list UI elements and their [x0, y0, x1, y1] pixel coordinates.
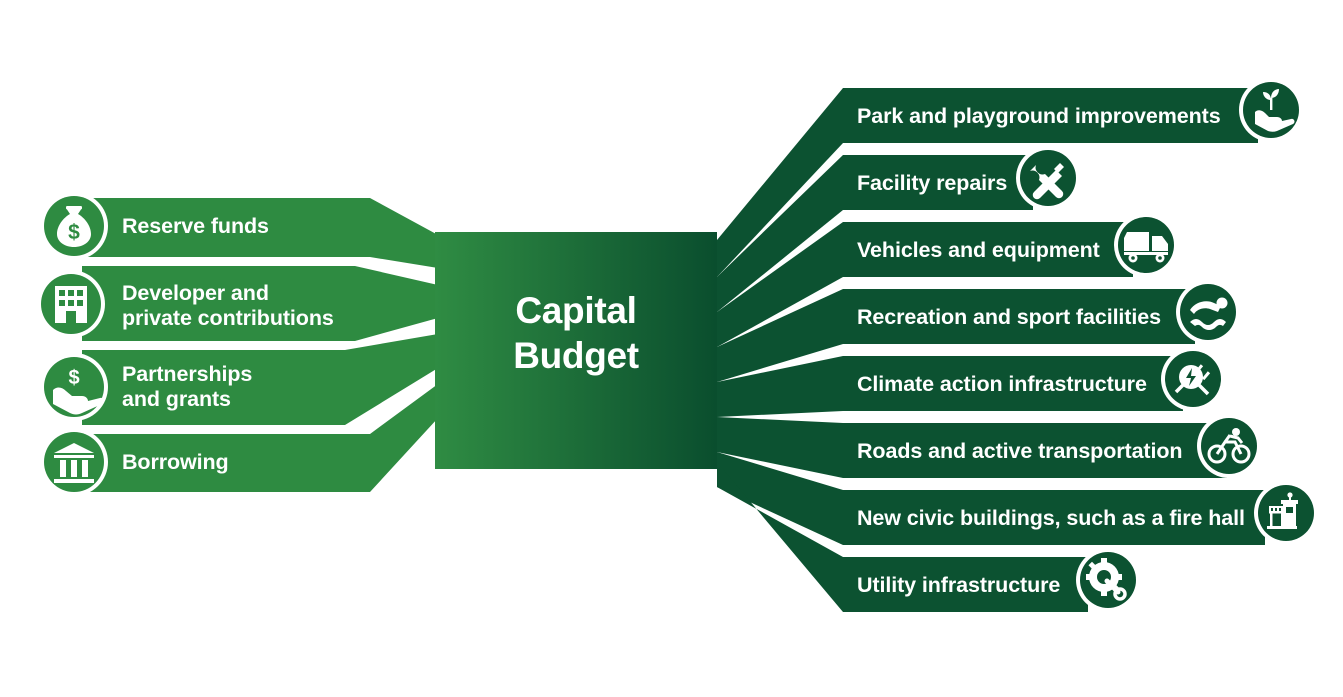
use-bar-5: [843, 356, 1183, 411]
electric-plug-icon: [1174, 364, 1211, 396]
use-connector-7: [717, 452, 843, 545]
source-ribbon-3: [82, 334, 438, 425]
source-ribbon-2: [82, 266, 438, 341]
use-bar-4: [843, 289, 1195, 344]
source-flow-partnerships-grants[interactable]: $: [40, 334, 438, 425]
hand-with-money-icon: $: [53, 367, 105, 415]
bicycle-icon: [1207, 428, 1251, 464]
use-flow-facility-repairs[interactable]: [717, 146, 1080, 312]
use-bar-8: [843, 557, 1088, 612]
use-connector-5: [717, 356, 843, 417]
fire-hall-icon: [1267, 492, 1298, 529]
hand-with-sprout-icon: [1255, 89, 1295, 132]
gear-wrench-icon: [1086, 558, 1127, 601]
svg-text:$: $: [68, 367, 79, 389]
use-flow-park-playground[interactable]: [717, 78, 1303, 277]
bank-columns-icon: [54, 443, 94, 483]
uses-group: [717, 78, 1318, 612]
use-flow-civic-buildings[interactable]: [717, 452, 1318, 545]
use-flow-utility-infrastructure[interactable]: [717, 462, 1140, 612]
use-flow-recreation-sport[interactable]: [717, 280, 1240, 382]
use-icon-badge-6: [1201, 418, 1257, 474]
use-bar-6: [843, 423, 1227, 478]
use-connector-4: [717, 289, 843, 382]
source-flow-reserve-funds[interactable]: $: [40, 192, 438, 268]
dump-truck-icon: [1124, 232, 1168, 263]
source-ribbon-4: [82, 384, 438, 492]
wrench-hammer-icon: [1030, 163, 1064, 200]
use-bar-2: [843, 155, 1033, 210]
source-flow-borrowing[interactable]: [40, 384, 438, 496]
use-connector-2: [717, 155, 843, 312]
source-ribbon-1: [82, 198, 438, 268]
office-building-icon: [55, 286, 87, 323]
use-bar-7: [843, 490, 1265, 545]
source-flow-developer-contributions[interactable]: [37, 266, 438, 341]
use-icon-badge-4: [1180, 284, 1236, 340]
use-bar-1: [843, 88, 1258, 143]
use-connector-1: [717, 88, 843, 277]
svg-text:$: $: [68, 221, 80, 244]
use-connector-3: [717, 222, 843, 347]
center-capital-budget-box[interactable]: [435, 232, 717, 469]
sources-group: $: [37, 192, 438, 496]
use-connector-8: [717, 462, 843, 612]
use-flow-vehicles-equipment[interactable]: [717, 213, 1178, 347]
money-bag-icon: $: [57, 206, 91, 247]
swimmer-icon: [1190, 297, 1228, 330]
use-connector-6: [717, 417, 843, 478]
use-flow-roads-transportation[interactable]: [717, 414, 1261, 478]
use-flow-climate-action[interactable]: [717, 347, 1225, 417]
use-bar-3: [843, 222, 1133, 277]
